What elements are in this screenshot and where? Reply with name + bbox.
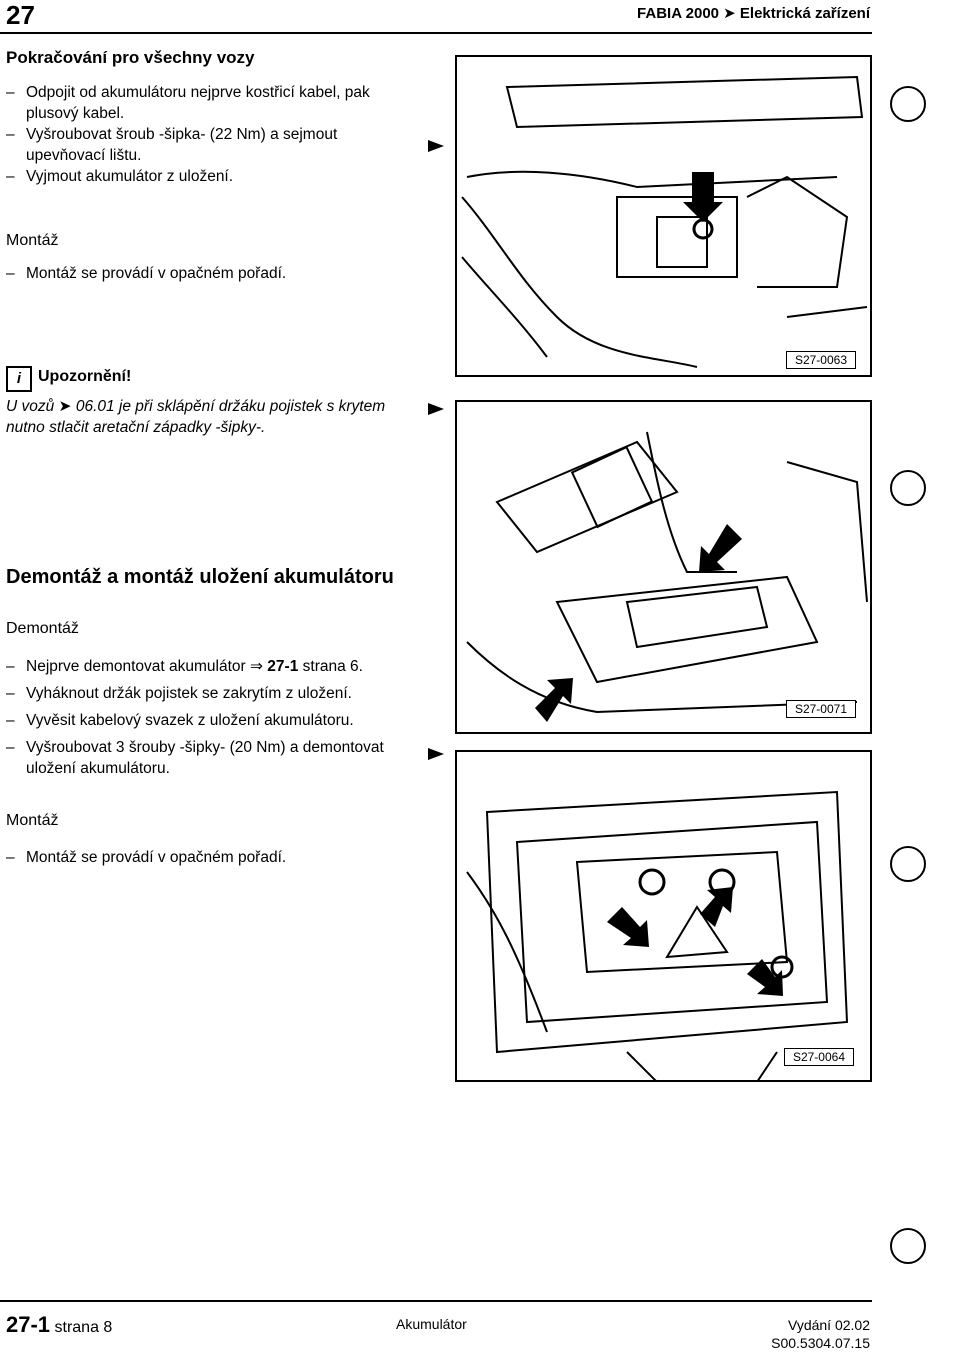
removal-heading: Demontáž xyxy=(6,620,79,637)
info-icon: i xyxy=(6,366,32,392)
page-reference-link[interactable]: 27-1 xyxy=(267,658,299,675)
step-item: Vyšroubovat šroub -šipka- (22 Nm) a sejm… xyxy=(6,124,416,166)
arrow-icon xyxy=(747,959,783,996)
step-item: Vyšroubovat 3 šrouby -šipky- (20 Nm) a d… xyxy=(6,737,426,779)
arrow-icon xyxy=(700,887,733,927)
punch-hole xyxy=(890,1228,926,1264)
step-item: Odpojit od akumulátoru nejprve kostřicí … xyxy=(6,82,416,124)
footer-edition: Vydání 02.02 xyxy=(788,1317,870,1333)
footer-edition-block: Vydání 02.02 S00.5304.07.15 xyxy=(771,1316,870,1352)
arrow-icon xyxy=(535,678,573,722)
step-item: Montáž se provádí v opačném pořadí. xyxy=(6,263,416,284)
figure-battery-tray: S27-0064 xyxy=(455,750,872,1082)
step-item: Montáž se provádí v opačném pořadí. xyxy=(6,847,426,868)
arrow-icon xyxy=(683,172,723,222)
punch-hole xyxy=(890,86,926,122)
section-heading-continuation: Pokračování pro všechny vozy xyxy=(6,48,255,67)
figure-drawing xyxy=(466,431,868,722)
arrow-icon xyxy=(699,524,742,572)
figure-fuse-holder: S27-0071 xyxy=(455,400,872,734)
header-rule xyxy=(0,32,872,34)
figure-battery-clamp: S27-0063 xyxy=(455,55,872,377)
figure-drawing xyxy=(461,75,868,368)
punch-hole xyxy=(890,846,926,882)
step-item: Vyháknout držák pojistek se zakrytím z u… xyxy=(6,683,426,704)
step-item: Nejprve demontovat akumulátor ⇒ 27-1 str… xyxy=(6,656,426,677)
footer-doc-code: S00.5304.07.15 xyxy=(771,1335,870,1351)
footer-rule xyxy=(0,1300,872,1302)
page-number: 27 xyxy=(6,0,35,30)
step-item: Vyvěsit kabelový svazek z uložení akumul… xyxy=(6,710,426,731)
install-step-list-2: Montáž se provádí v opačném pořadí. xyxy=(6,847,426,868)
install-heading: Montáž xyxy=(6,232,59,249)
removal-step-list: Nejprve demontovat akumulátor ⇒ 27-1 str… xyxy=(6,656,426,779)
step-item: Vyjmout akumulátor z uložení. xyxy=(6,166,416,187)
figure-pointer-icon xyxy=(428,140,444,152)
figure-drawing xyxy=(466,790,849,1080)
figure-pointer-icon xyxy=(428,403,444,415)
figure-label: S27-0071 xyxy=(785,700,856,718)
figure-pointer-icon xyxy=(428,748,444,760)
section-heading-battery-tray: Demontáž a montáž uložení akumulátoru xyxy=(6,566,394,588)
document-title: FABIA 2000 ➤ Elektrická zařízení xyxy=(637,5,870,22)
figure-label: S27-0063 xyxy=(785,351,856,369)
footer-page-ref: 27-1 strana 8 xyxy=(6,1312,112,1338)
figure-label: S27-0064 xyxy=(783,1048,854,1066)
footer-chapter: 27-1 xyxy=(6,1312,51,1337)
footer-page: strana 8 xyxy=(54,1319,113,1336)
install-step-list: Montáž se provádí v opačném pořadí. xyxy=(6,263,416,284)
arrow-icon xyxy=(607,907,649,947)
note-text: U vozů ➤ 06.01 je při sklápění držáku po… xyxy=(6,398,386,436)
note-title: Upozornění! xyxy=(38,368,132,385)
punch-hole xyxy=(890,470,926,506)
footer-topic: Akumulátor xyxy=(396,1316,467,1332)
install-heading-2: Montáž xyxy=(6,812,59,829)
step-list-battery-removal: Odpojit od akumulátoru nejprve kostřicí … xyxy=(6,82,416,187)
